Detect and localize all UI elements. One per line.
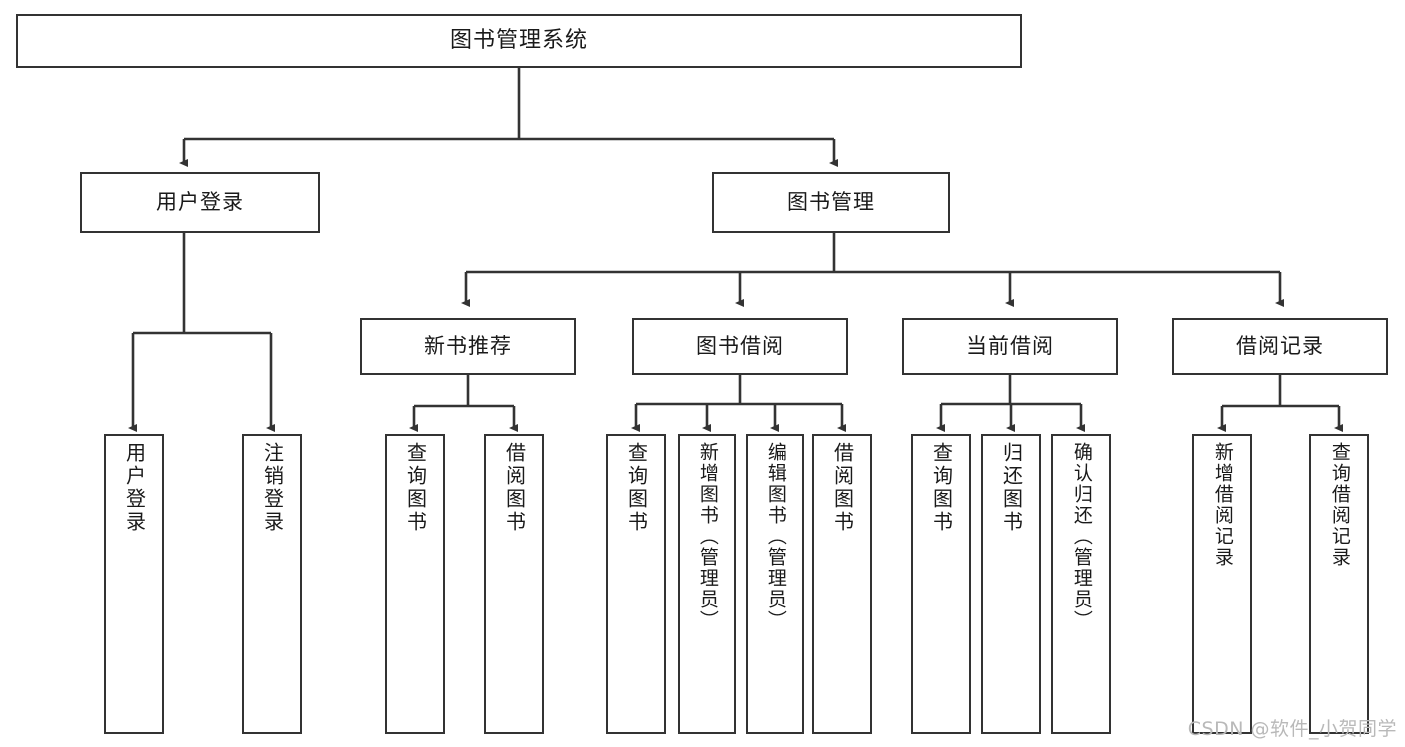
node-label: 新增借阅记录 [1211, 442, 1234, 568]
leaf-query-borrow-record[interactable]: 查询借阅记录 [1309, 434, 1369, 734]
node-label: 图书管理系统 [449, 28, 588, 54]
node-label: 确认归还（管理员） [1070, 442, 1093, 631]
node-new-book-recommend[interactable]: 新书推荐 [360, 318, 576, 375]
node-label: 归还图书 [999, 442, 1024, 534]
leaf-user-login[interactable]: 用户登录 [104, 434, 164, 734]
node-label: 用户登录 [156, 190, 244, 215]
node-label: 编辑图书（管理员） [764, 442, 787, 631]
node-label: 图书借阅 [696, 334, 784, 359]
leaf-borrow-book-recommend[interactable]: 借阅图书 [484, 434, 544, 734]
node-label: 借阅图书 [830, 442, 855, 534]
node-book-borrow[interactable]: 图书借阅 [632, 318, 848, 375]
node-label: 借阅图书 [502, 442, 527, 534]
node-label: 图书管理 [787, 190, 875, 215]
node-label: 当前借阅 [966, 334, 1054, 359]
node-book-management[interactable]: 图书管理 [712, 172, 950, 233]
leaf-query-book-recommend[interactable]: 查询图书 [385, 434, 445, 734]
node-label: 查询图书 [929, 442, 954, 534]
leaf-borrow-book[interactable]: 借阅图书 [812, 434, 872, 734]
leaf-edit-book-admin[interactable]: 编辑图书（管理员） [746, 434, 804, 734]
leaf-add-book-admin[interactable]: 新增图书（管理员） [678, 434, 736, 734]
node-label: 新书推荐 [424, 334, 512, 359]
leaf-add-borrow-record[interactable]: 新增借阅记录 [1192, 434, 1252, 734]
leaf-query-book-current[interactable]: 查询图书 [911, 434, 971, 734]
watermark-text: CSDN @软件_小贺同学 [1187, 718, 1397, 740]
node-root-system[interactable]: 图书管理系统 [16, 14, 1022, 68]
leaf-return-book[interactable]: 归还图书 [981, 434, 1041, 734]
leaf-logout[interactable]: 注销登录 [242, 434, 302, 734]
node-label: 用户登录 [122, 442, 147, 534]
node-label: 查询图书 [624, 442, 649, 534]
node-label: 借阅记录 [1236, 334, 1324, 359]
node-current-borrow[interactable]: 当前借阅 [902, 318, 1118, 375]
leaf-query-book-borrow[interactable]: 查询图书 [606, 434, 666, 734]
node-label: 新增图书（管理员） [696, 442, 719, 631]
node-label: 查询图书 [403, 442, 428, 534]
node-label: 查询借阅记录 [1328, 442, 1351, 568]
leaf-confirm-return-admin[interactable]: 确认归还（管理员） [1051, 434, 1111, 734]
node-borrow-records[interactable]: 借阅记录 [1172, 318, 1388, 375]
node-label: 注销登录 [260, 442, 285, 534]
node-user-login[interactable]: 用户登录 [80, 172, 320, 233]
